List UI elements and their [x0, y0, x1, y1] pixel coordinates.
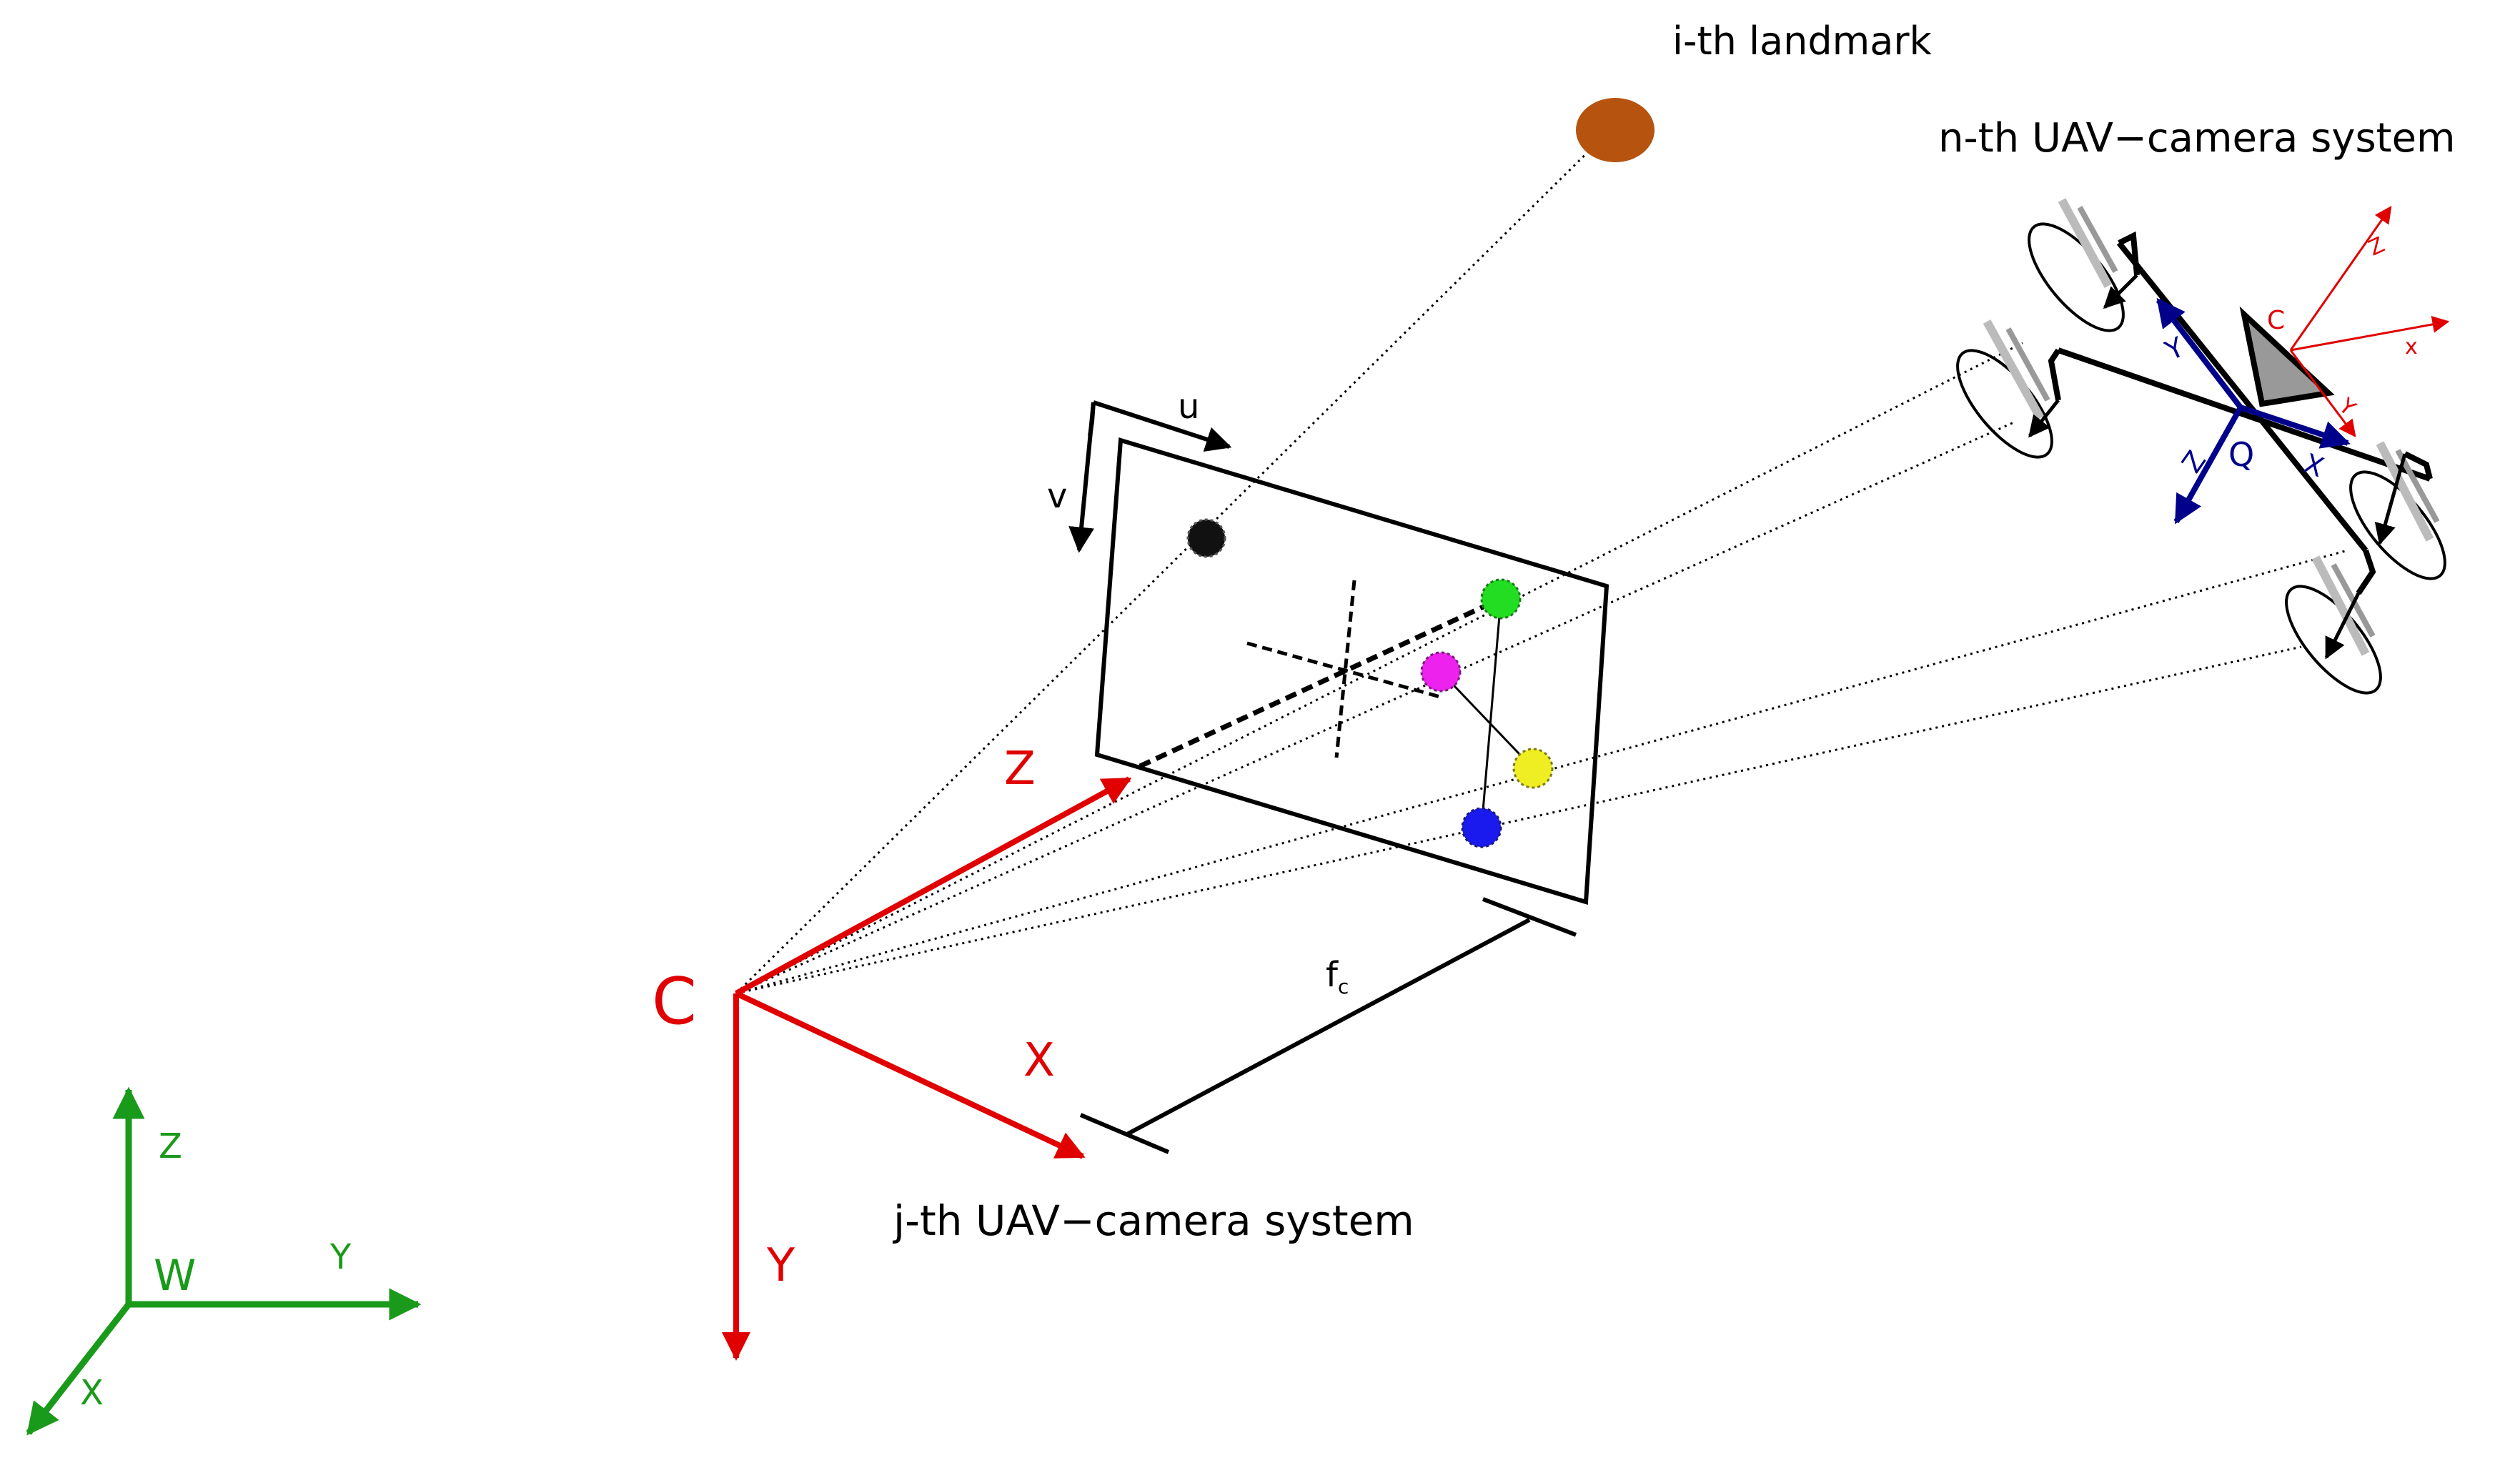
marker-links — [1439, 598, 1534, 828]
image-uv-axes — [1068, 400, 1232, 553]
u-axis — [1093, 400, 1232, 452]
uavcam-z-label: Z — [2365, 232, 2388, 261]
world-z-label: Z — [159, 1126, 182, 1166]
focal-length-label: fc — [1326, 955, 1349, 998]
world-frame — [26, 1086, 422, 1436]
rotor-4 — [2285, 555, 2382, 695]
uav-y-axis — [2156, 297, 2243, 410]
world-x-label: X — [80, 1373, 104, 1413]
rotor-1 — [2028, 198, 2138, 332]
uavcam-c-label: C — [2267, 306, 2285, 335]
uavcam-x-axis — [2290, 316, 2450, 352]
j-th-system-label: j-th UAV−camera system — [892, 1196, 1414, 1245]
uav-body — [1956, 198, 2446, 695]
marker-yellow — [1512, 748, 1554, 789]
uavcam-z-axis — [2289, 206, 2392, 351]
world-x-axis — [26, 1302, 132, 1436]
uav-x-axis — [2239, 405, 2351, 449]
ray-to-rotor-4 — [735, 645, 2302, 995]
landmark-projection — [1186, 518, 1226, 558]
uav-body-frame — [2156, 297, 2351, 525]
ray-to-rotor-3 — [735, 549, 2348, 995]
uav-arms — [2048, 231, 2433, 595]
marker-green — [1480, 578, 1522, 620]
landmark-label: i-th landmark — [1672, 19, 1933, 64]
onboard-camera — [2239, 306, 2335, 407]
v-label: v — [1047, 476, 1067, 516]
marker-magenta — [1420, 651, 1462, 693]
projection-rays — [735, 124, 2348, 995]
n-th-system-label: n-th UAV−camera system — [1938, 115, 2456, 162]
optical-axis — [1139, 592, 1509, 769]
camera-x-axis — [735, 991, 1086, 1159]
u-label: u — [1178, 387, 1199, 427]
ray-to-rotor-1 — [735, 342, 2023, 995]
world-w-label: W — [154, 1251, 196, 1301]
camera-frame — [722, 776, 1132, 1361]
uavcam-x-label: x — [2405, 334, 2418, 359]
rotor-3 — [2349, 441, 2446, 580]
camera-z-axis — [735, 776, 1132, 996]
ray-to-rotor-2 — [735, 420, 2016, 995]
uav-z-axis — [2173, 406, 2243, 525]
uav-q-label: Q — [2228, 435, 2254, 474]
focal-length-bracket — [1079, 897, 1577, 1154]
landmark — [1576, 98, 1655, 162]
marker-blue — [1461, 807, 1502, 848]
camera-c-label: C — [652, 964, 697, 1039]
uavcam-y-label: Y — [2333, 393, 2361, 422]
camera-z-label: Z — [1004, 743, 1036, 795]
focal-length-subscript: c — [1338, 975, 1349, 998]
v-axis — [1068, 402, 1096, 553]
uav-camera-frame — [2289, 206, 2450, 437]
uavcam-y-axis — [2289, 349, 2356, 437]
image-plane — [1094, 437, 1609, 905]
ray-to-landmark — [735, 124, 1617, 995]
world-y-label: Y — [329, 1237, 352, 1277]
rotor-2 — [1956, 319, 2060, 459]
camera-y-label: Y — [766, 1239, 795, 1292]
camera-x-label: X — [1023, 1034, 1055, 1087]
uav-x-label: X — [2300, 447, 2328, 483]
